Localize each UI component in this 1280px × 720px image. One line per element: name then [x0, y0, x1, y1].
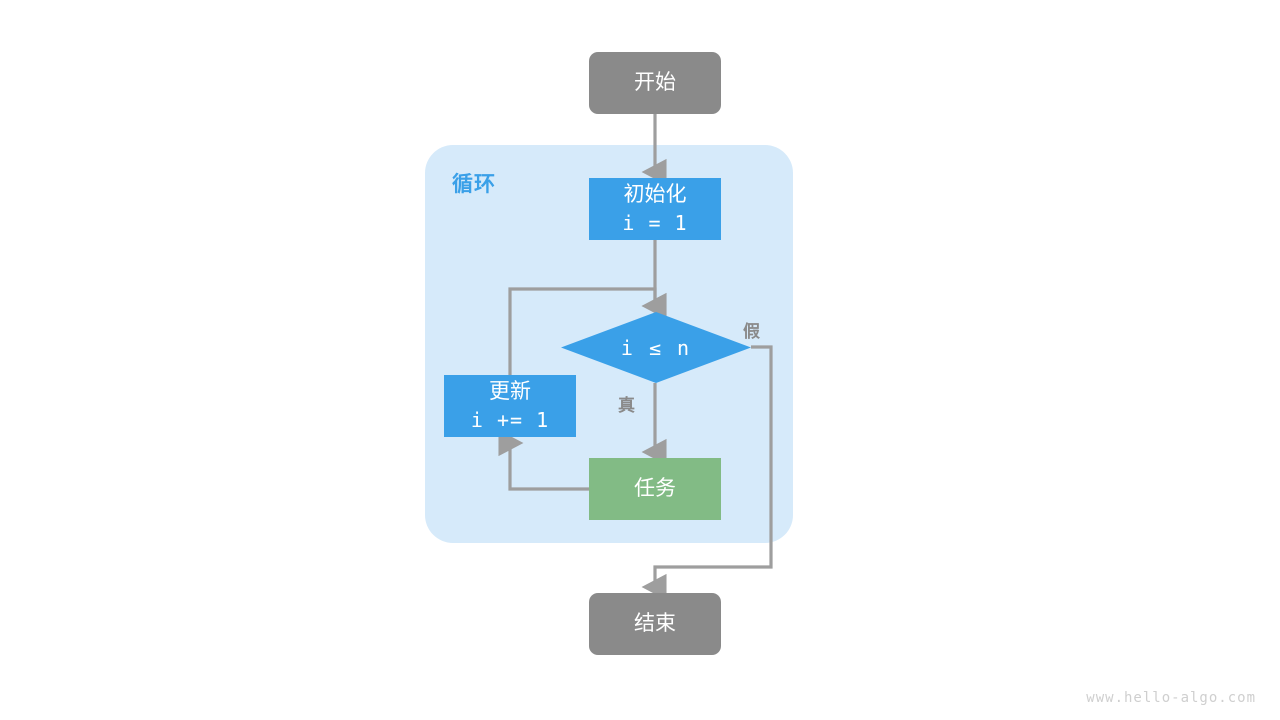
edge-label-false: 假	[743, 322, 760, 341]
node-initialize-title: 初始化	[623, 183, 687, 206]
node-update[interactable]: 更新 i += 1	[444, 375, 576, 437]
node-task[interactable]: 任务	[589, 458, 721, 520]
node-initialize-expression: i = 1	[622, 211, 688, 235]
node-initialize[interactable]: 初始化 i = 1	[589, 178, 721, 240]
node-condition-label: i ≤ n	[620, 335, 692, 360]
node-start-label: 开始	[634, 71, 676, 94]
edge-task-to-update	[498, 429, 589, 491]
node-condition[interactable]: i ≤ n	[561, 312, 751, 383]
node-end-label: 结束	[634, 612, 676, 635]
node-start[interactable]: 开始	[589, 52, 721, 114]
node-update-expression: i += 1	[470, 408, 550, 432]
node-end[interactable]: 结束	[589, 593, 721, 655]
edge-label-true: 真	[618, 396, 635, 415]
watermark: www.hello-algo.com	[1086, 690, 1256, 706]
edge-update-to-decision	[508, 287, 667, 375]
node-task-label: 任务	[634, 477, 676, 500]
edge-decision-to-end	[641, 345, 773, 601]
node-update-title: 更新	[489, 380, 531, 403]
loop-container-label: 循环	[452, 173, 496, 196]
